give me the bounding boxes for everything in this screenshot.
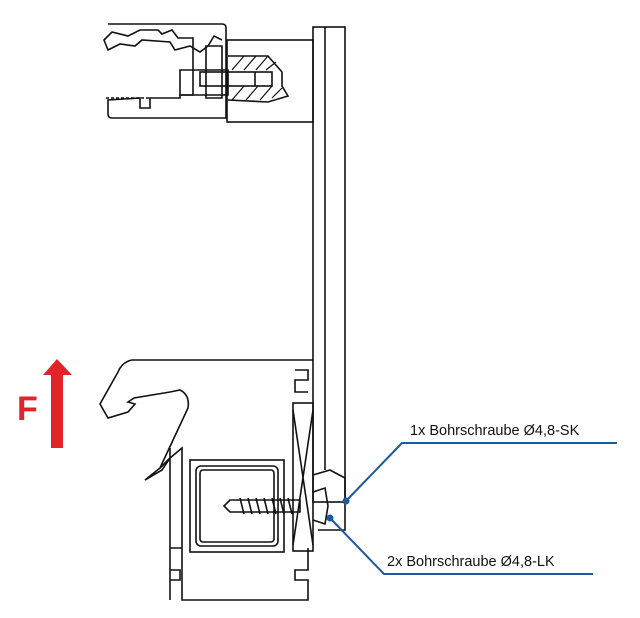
leader-line-sk: [345, 442, 617, 502]
leader-line-lk: [329, 517, 593, 575]
glass-panel: [312, 26, 346, 503]
bottom-profile: [99, 359, 346, 601]
force-label: F: [17, 390, 38, 428]
top-profile: [103, 23, 314, 123]
screw: [222, 486, 329, 526]
callout-leaders: [326, 442, 617, 575]
callout-sk-screw: 1x Bohrschraube Ø4,8-SK: [410, 423, 580, 439]
force-arrow-icon: [43, 359, 72, 448]
callout-lk-screw: 2x Bohrschraube Ø4,8-LK: [387, 554, 555, 570]
